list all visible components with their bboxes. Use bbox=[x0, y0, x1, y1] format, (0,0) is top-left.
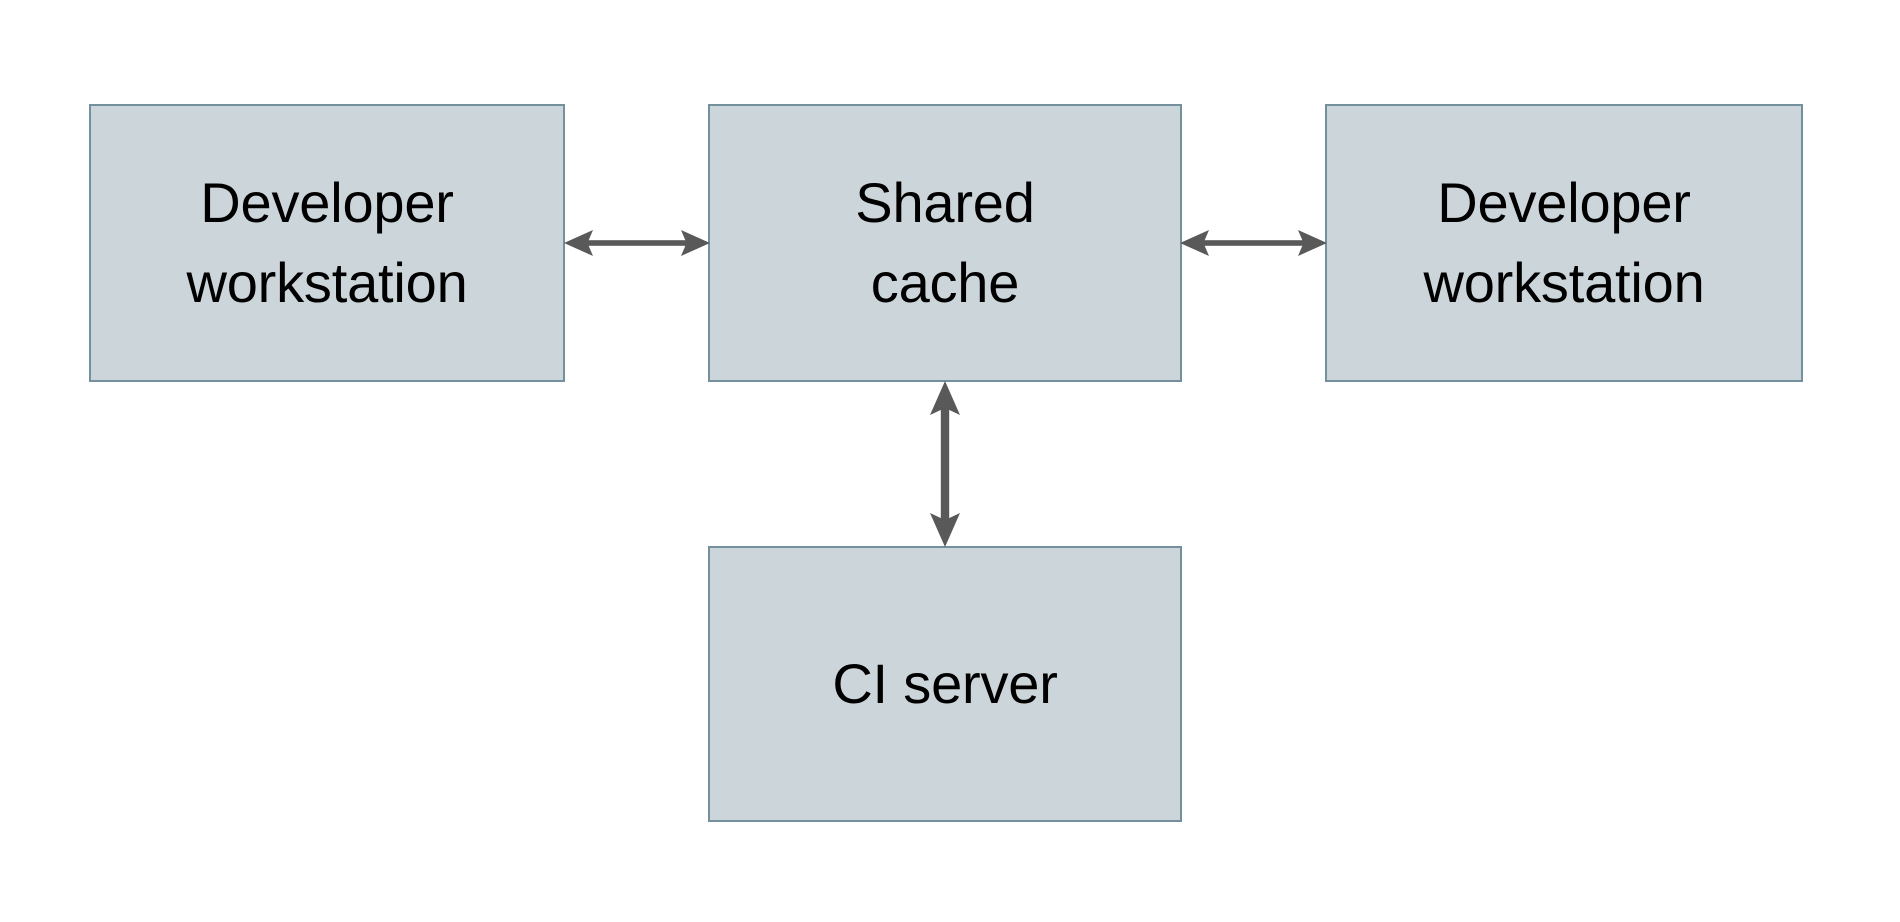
double-arrow-icon bbox=[930, 381, 960, 547]
double-arrow-icon bbox=[1180, 230, 1327, 256]
node-ci-server[interactable]: CI server bbox=[708, 546, 1182, 822]
node-label: CI server bbox=[832, 652, 1058, 716]
node-shared-cache[interactable]: Shared cache bbox=[708, 104, 1182, 382]
double-arrow-icon bbox=[564, 230, 710, 256]
node-label: Shared cache bbox=[855, 171, 1035, 314]
edge-shared-cache-to-ci-server[interactable] bbox=[907, 377, 983, 551]
node-developer-workstation-right[interactable]: Developer workstation bbox=[1325, 104, 1803, 382]
node-label: Developer workstation bbox=[1423, 171, 1705, 314]
edge-developer-left-to-shared-cache[interactable] bbox=[560, 205, 714, 281]
node-label: Developer workstation bbox=[186, 171, 468, 314]
node-developer-workstation-left[interactable]: Developer workstation bbox=[89, 104, 565, 382]
edge-shared-cache-to-developer-right[interactable] bbox=[1176, 205, 1331, 281]
